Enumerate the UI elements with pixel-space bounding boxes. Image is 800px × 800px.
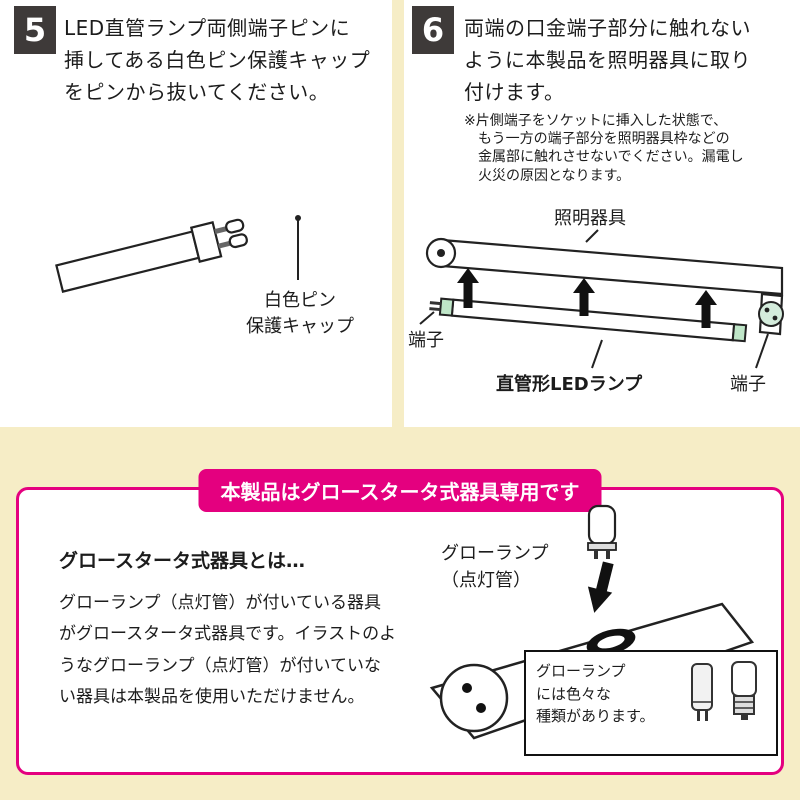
step5-instruction-text: LED直管ランプ両側端子ピンに 挿してある白色ピン保護キャップ をピンから抜いて… [64, 16, 371, 104]
variety-note-text: グローランプ には色々な 種類があります。 [536, 662, 655, 725]
step6-panel: 6 両端の口金端子部分に触れない ように本製品を照明器具に取り 付けます。 ※片… [404, 0, 800, 427]
step6-instruction-text: 両端の口金端子部分に触れない ように本製品を照明器具に取り 付けます。 [464, 16, 751, 104]
terminal-right-leader [755, 333, 769, 369]
terminal-left-leader [419, 311, 435, 325]
step5-number-badge: 5 [14, 6, 56, 54]
tube-body-shape [55, 230, 201, 293]
fixture-label: 照明器具 [554, 208, 626, 229]
screw-base-glow-lamp-icon [731, 661, 757, 720]
step5-panel: 5 LED直管ランプ両側端子ピンに 挿してある白色ピン保護キャップ をピンから抜… [0, 0, 392, 427]
lamp-leader [591, 339, 603, 369]
fixture-body-shape [440, 238, 784, 296]
glow-lamp-variety-note-box: グローランプ には色々な 種類があります。 [524, 650, 778, 756]
terminal-left-label: 端子 [408, 330, 444, 351]
fixture-leader-line [585, 229, 599, 243]
glow-lamp-label: グローランプ （点灯管） [441, 543, 549, 591]
white-pin-cap-label: 白色ピン 保護キャップ [246, 290, 354, 338]
pin-base-glow-lamp-icon [691, 663, 713, 721]
white-pin-cap-top-shape [225, 218, 245, 234]
up-arrow-icons [457, 268, 717, 328]
led-tube-shape [429, 297, 748, 343]
glow-socket-hole-shape [586, 628, 636, 656]
fixture-installation-illustration [419, 229, 784, 369]
white-pin-cap-bottom-shape [228, 233, 248, 249]
notice-body-text: グローランプ（点灯管）が付いている器具 がグロースタータ式器具です。イラストのよ… [59, 593, 397, 708]
notice-badge: 本製品はグロースタータ式器具専用です [198, 469, 602, 512]
step6-warning-note: ※片側端子をソケットに挿入した状態で、 もう一方の端子部分を照明器具枠などの 金… [464, 113, 744, 184]
led-lamp-label: 直管形LEDランプ [496, 374, 643, 395]
notice-heading: グロースタータ式器具とは… [59, 550, 306, 572]
step6-number-badge: 6 [412, 6, 454, 54]
down-arrow-icon [587, 561, 614, 613]
glow-starter-notice-box: 本製品はグロースタータ式器具専用です グロースタータ式器具とは… グローランプ（… [16, 469, 784, 775]
led-tube-pin-cap-illustration [55, 215, 301, 293]
fixture-endcap-shape [439, 663, 509, 733]
glow-lamp-icon [587, 504, 617, 559]
glow-lamp-types-icons [691, 661, 757, 721]
terminal-right-label: 端子 [730, 374, 766, 395]
tube-endcap-shape [189, 221, 223, 263]
